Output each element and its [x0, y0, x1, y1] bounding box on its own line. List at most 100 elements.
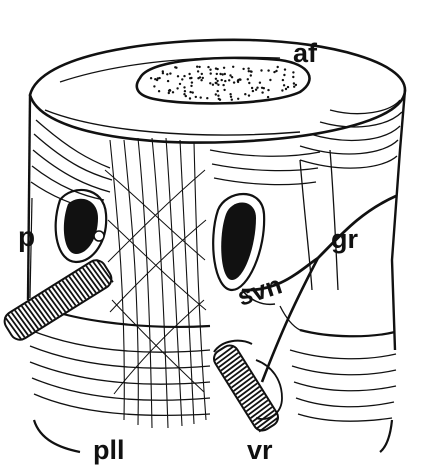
- stipple-dot: [244, 93, 246, 95]
- stipple-dot: [219, 73, 221, 75]
- stipple-dot: [269, 79, 271, 81]
- stipple-dot: [228, 79, 230, 81]
- stipple-dot: [199, 76, 201, 78]
- stipple-dot: [255, 89, 257, 91]
- stipple-dot: [283, 74, 285, 76]
- stipple-dot: [293, 82, 295, 84]
- stipple-dot: [229, 93, 231, 95]
- stipple-dot: [174, 66, 176, 68]
- stipple-dot: [282, 79, 284, 81]
- stipple-dot: [248, 70, 250, 72]
- stipple-dot: [221, 79, 223, 81]
- label-af: af: [293, 38, 318, 68]
- stipple-dot: [201, 73, 203, 75]
- stipple-dot: [232, 66, 234, 68]
- stipple-dot: [261, 87, 263, 89]
- stipple-dot: [267, 89, 269, 91]
- stipple-dot: [223, 67, 225, 69]
- lower-body-lamellae: [28, 300, 396, 452]
- stipple-dot: [188, 73, 190, 75]
- stipple-dot: [209, 82, 211, 84]
- stipple-dot: [215, 78, 217, 80]
- stipple-dot: [162, 72, 164, 74]
- stipple-dot: [202, 77, 204, 79]
- stipple-dot: [206, 97, 208, 99]
- label-gr: gr: [331, 224, 358, 254]
- stipple-dot: [189, 97, 191, 99]
- stipple-dot: [177, 75, 179, 77]
- stipple-dot: [157, 77, 159, 79]
- stipple-dot: [191, 81, 193, 83]
- stipple-dot: [158, 90, 160, 92]
- stipple-dot: [224, 73, 226, 75]
- ventral-ramus-nerve: [211, 341, 282, 434]
- stipple-dot: [200, 79, 202, 81]
- stipple-dot: [198, 66, 200, 68]
- stipple-dot: [222, 84, 224, 86]
- stipple-dot: [179, 83, 181, 85]
- stipple-dot: [267, 69, 269, 71]
- stipple-dot: [250, 71, 252, 73]
- stipple-dot: [215, 67, 217, 69]
- stipple-dot: [217, 84, 219, 86]
- stipple-dot: [292, 71, 294, 73]
- stipple-dot: [287, 86, 289, 88]
- stipple-dot: [260, 69, 262, 71]
- stipple-dot: [248, 94, 250, 96]
- stipple-dot: [215, 82, 217, 84]
- stipple-dot: [283, 84, 285, 86]
- stipple-dot: [196, 66, 198, 68]
- stipple-dot: [210, 72, 212, 74]
- stipple-dot: [277, 66, 279, 68]
- annulus-lamellae-upper: [31, 100, 402, 210]
- stipple-dot: [284, 68, 286, 70]
- stipple-dot: [217, 90, 219, 92]
- stipple-dot: [172, 91, 174, 93]
- label-p: p: [18, 221, 35, 252]
- stipple-dot: [256, 87, 258, 89]
- left-pedicle: [56, 190, 107, 262]
- label-svn: svn: [234, 269, 286, 311]
- stipple-dot: [176, 87, 178, 89]
- stipple-dot: [252, 90, 254, 92]
- stipple-dot: [169, 72, 171, 74]
- nucleus-stippled-area: [137, 58, 310, 104]
- stipple-dot: [190, 85, 192, 87]
- stipple-dot: [195, 96, 197, 98]
- stipple-dot: [154, 78, 156, 80]
- stipple-dot: [251, 87, 253, 89]
- stipple-dot: [215, 93, 217, 95]
- stipple-dot: [190, 77, 192, 79]
- stipple-dot: [150, 77, 152, 79]
- stipple-dot: [233, 81, 235, 83]
- stipple-dot: [293, 86, 295, 88]
- stipple-dot: [166, 73, 168, 75]
- stipple-dot: [183, 86, 185, 88]
- stipple-dot: [222, 73, 224, 75]
- label-pll: pll: [93, 435, 125, 465]
- stipple-dot: [217, 95, 219, 97]
- stipple-dot: [231, 99, 233, 101]
- stipple-dot: [285, 88, 287, 90]
- stipple-dot: [248, 82, 250, 84]
- stipple-dot: [239, 78, 241, 80]
- stipple-dot: [168, 92, 170, 94]
- stipple-dot: [209, 69, 211, 71]
- stipple-dot: [212, 84, 214, 86]
- stipple-dot: [237, 81, 239, 83]
- stipple-dot: [169, 89, 171, 91]
- stipple-dot: [281, 89, 283, 91]
- stipple-dot: [197, 70, 199, 72]
- stipple-dot: [295, 84, 297, 86]
- label-vr: vr: [247, 435, 273, 465]
- stipple-dot: [207, 66, 209, 68]
- stipple-dot: [224, 80, 226, 82]
- stipple-dot: [247, 67, 249, 69]
- stipple-dot: [247, 78, 249, 80]
- stipple-dot: [229, 74, 231, 76]
- stipple-dot: [200, 96, 202, 98]
- stipple-dot: [181, 78, 183, 80]
- stipple-dot: [223, 89, 225, 91]
- stipple-dot: [183, 93, 185, 95]
